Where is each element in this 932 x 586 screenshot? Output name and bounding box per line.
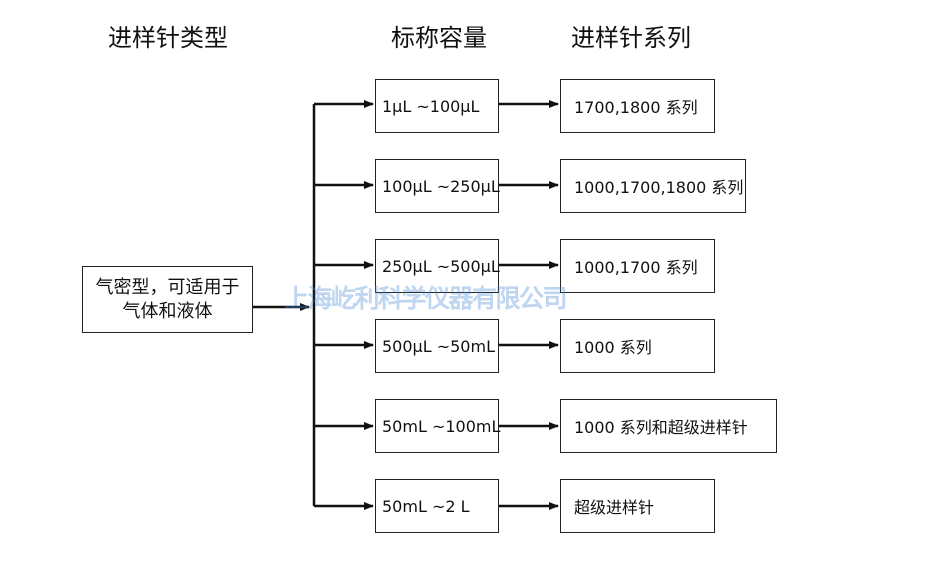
series-box-6: 超级进样针 <box>560 479 715 533</box>
source-box-gas-tight: 气密型，可适用于气体和液体 <box>82 266 253 333</box>
series-box-3: 1000,1700 系列 <box>560 239 715 293</box>
capacity-box-2: 100μL ~250μL <box>375 159 500 213</box>
header-nominal-capacity: 标称容量 <box>391 24 487 52</box>
header-syringe-type: 进样针类型 <box>108 24 228 52</box>
series-box-5: 1000 系列和超级进样针 <box>560 399 777 453</box>
capacity-box-3: 250μL ~500μL <box>375 239 500 293</box>
capacity-box-6: 50mL ~2 L <box>375 479 499 533</box>
series-box-2: 1000,1700,1800 系列 <box>560 159 746 213</box>
capacity-box-1: 1μL ~100μL <box>375 79 499 133</box>
source-label: 气密型，可适用于气体和液体 <box>95 276 240 322</box>
capacity-box-5: 50mL ~100mL <box>375 399 500 453</box>
header-syringe-series: 进样针系列 <box>571 24 691 52</box>
series-box-4: 1000 系列 <box>560 319 715 373</box>
series-box-1: 1700,1800 系列 <box>560 79 715 133</box>
capacity-box-4: 500μL ~50mL <box>375 319 499 373</box>
